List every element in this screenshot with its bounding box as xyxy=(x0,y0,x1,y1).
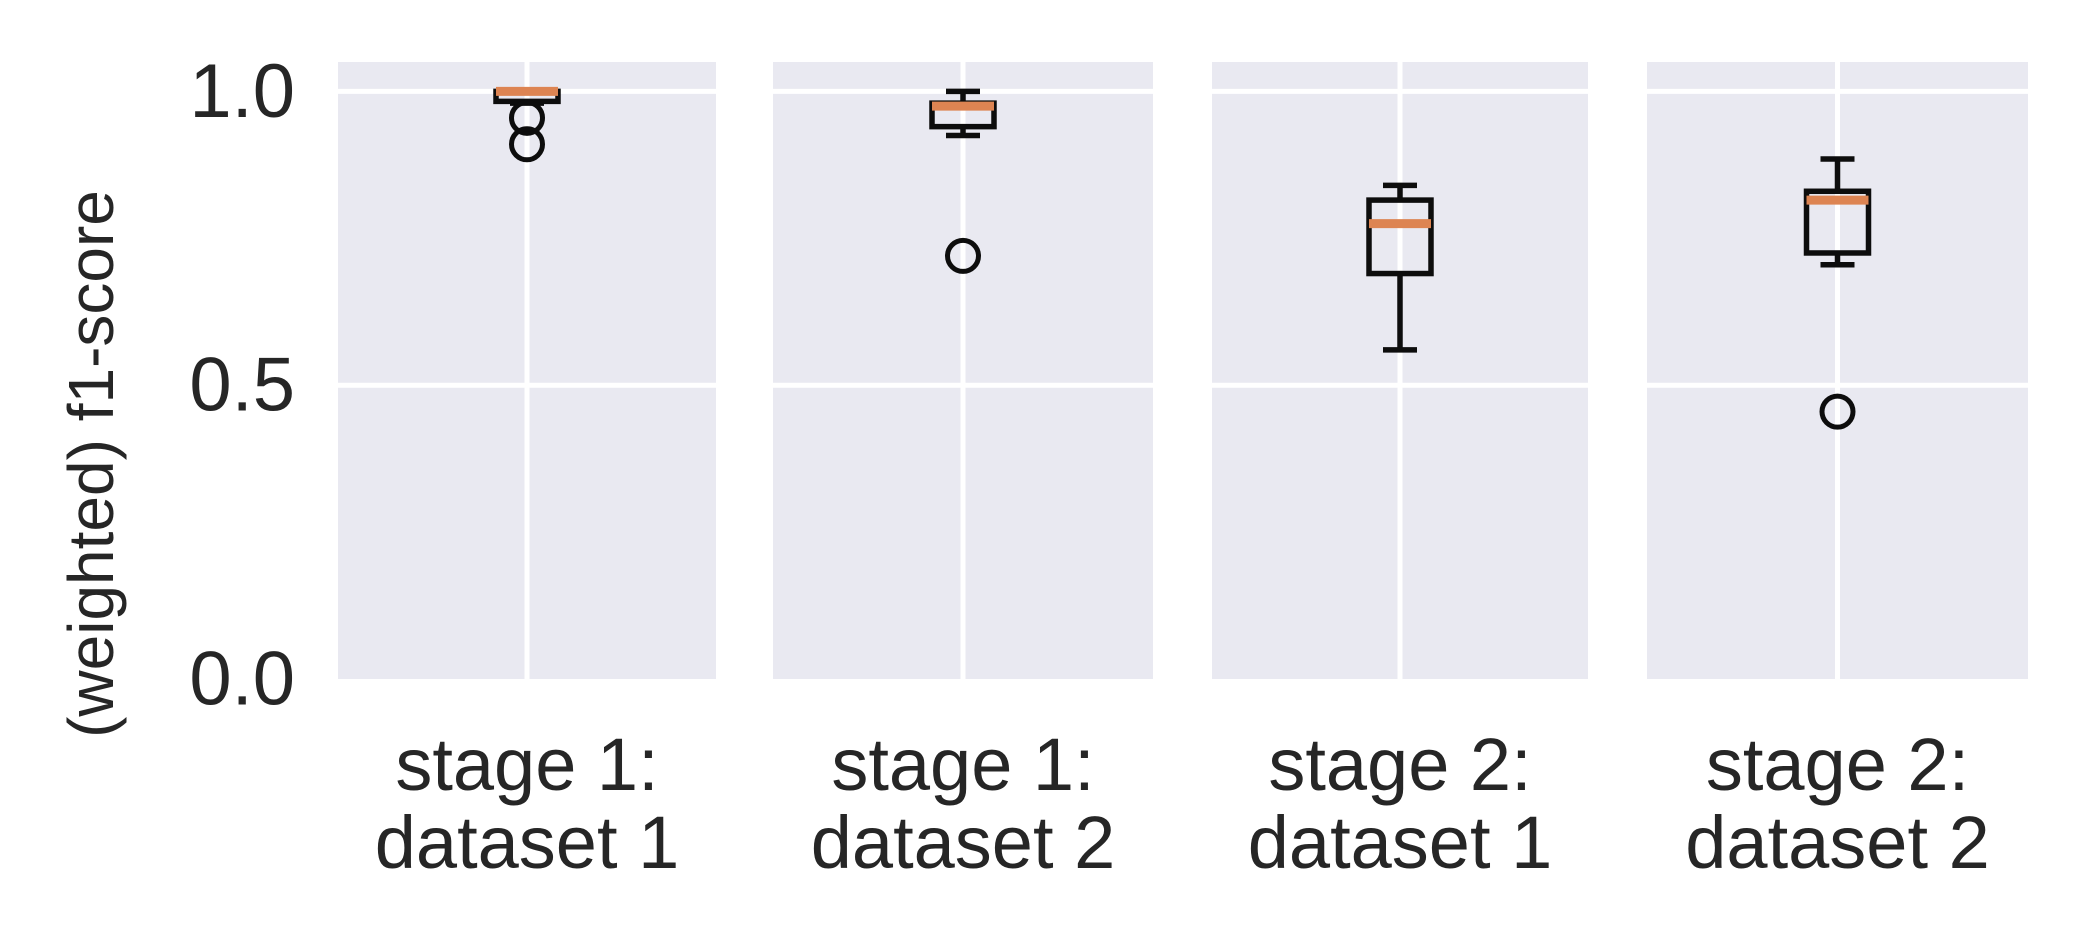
boxes-layer xyxy=(493,86,1872,430)
y-tick-label: 1.0 xyxy=(189,49,295,134)
outlier-point xyxy=(509,126,545,163)
panels-layer xyxy=(338,62,2028,679)
box xyxy=(1366,197,1434,277)
outlier-point xyxy=(945,237,981,274)
y-tick-label: 0.5 xyxy=(189,343,295,428)
x-tick-label: stage 1:dataset 2 xyxy=(811,723,1115,884)
y-tick-label: 0.0 xyxy=(189,637,295,722)
y-axis-label: (weighted) f1-score xyxy=(55,190,127,738)
x-tick-label: stage 1:dataset 1 xyxy=(375,723,679,884)
outlier-point xyxy=(1819,393,1856,430)
x-tick-label: stage 2:dataset 1 xyxy=(1248,723,1552,884)
outlier-point xyxy=(509,99,545,136)
box xyxy=(1803,188,1872,256)
tick-labels-layer: stage 1:dataset 1 stage 1:dataset 2 stage … xyxy=(189,49,1989,884)
x-tick-label: stage 2:dataset 2 xyxy=(1685,723,1989,884)
